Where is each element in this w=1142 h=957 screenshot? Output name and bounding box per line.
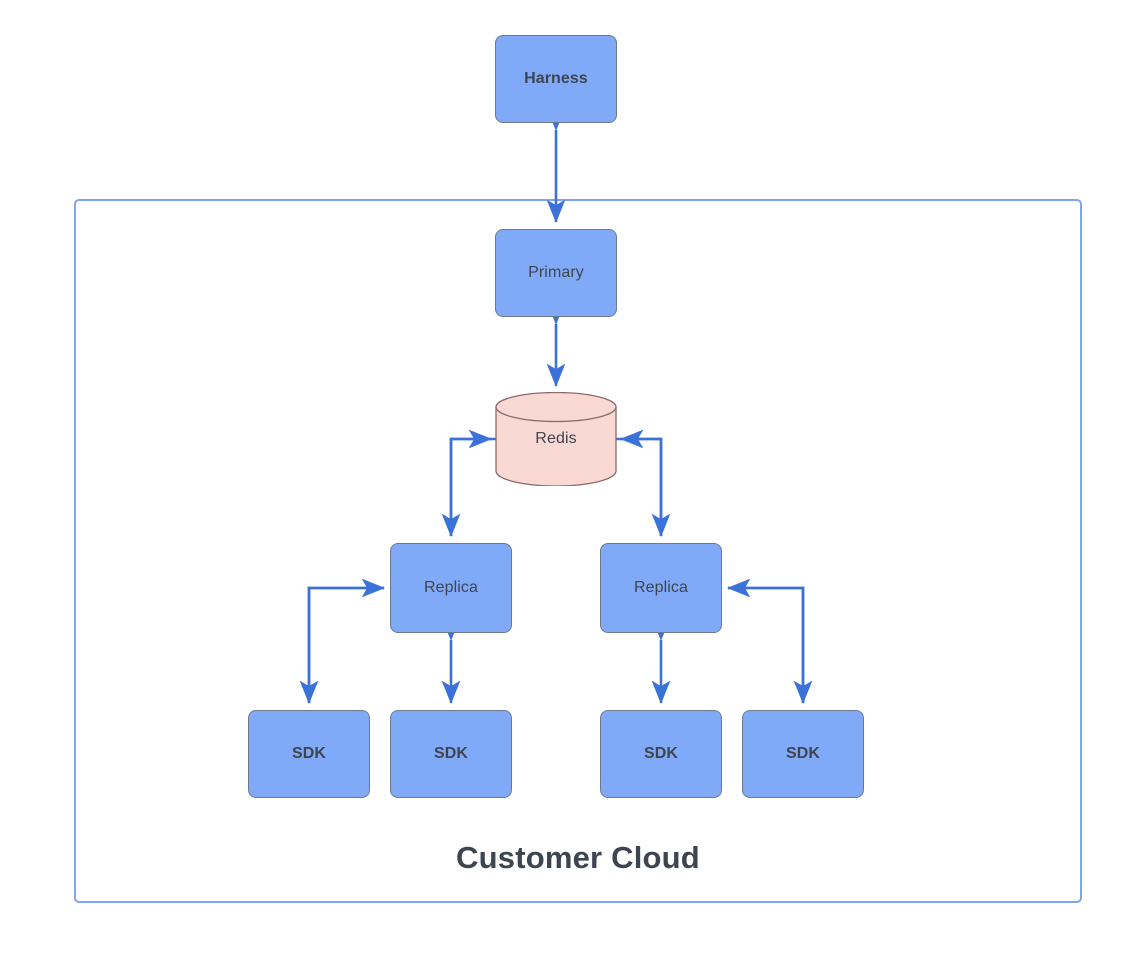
node-sdk-3[interactable]: SDK <box>600 710 722 798</box>
customer-cloud-container <box>74 199 1082 903</box>
node-replica-left[interactable]: Replica <box>390 543 512 633</box>
node-sdk-1[interactable]: SDK <box>248 710 370 798</box>
node-sdk-2[interactable]: SDK <box>390 710 512 798</box>
node-sdk-4[interactable]: SDK <box>742 710 864 798</box>
node-redis[interactable]: Redis <box>495 391 617 487</box>
node-replica-right[interactable]: Replica <box>600 543 722 633</box>
customer-cloud-title: Customer Cloud <box>456 840 700 875</box>
node-primary[interactable]: Primary <box>495 229 617 317</box>
node-harness[interactable]: Harness <box>495 35 617 123</box>
node-redis-label: Redis <box>535 430 577 447</box>
cylinder-shape <box>495 391 617 487</box>
